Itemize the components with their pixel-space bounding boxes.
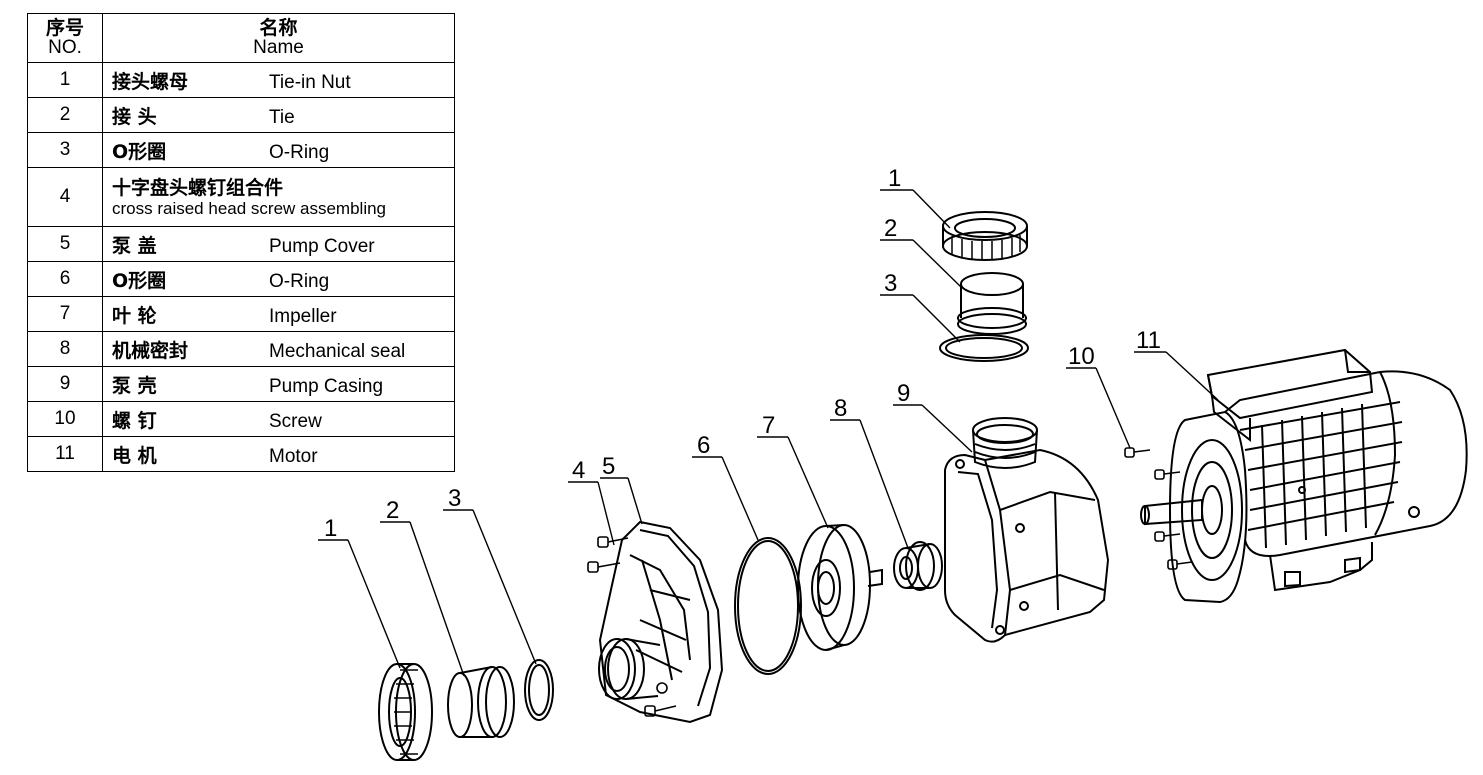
- row-name-en: Motor: [269, 445, 318, 467]
- row-name-zh: O形圈: [112, 140, 167, 163]
- callout-2-lower: 2: [386, 497, 399, 524]
- callout-4: 4: [572, 457, 585, 484]
- row-name-zh: O形圈: [112, 269, 167, 292]
- cover-screws: [587, 536, 677, 717]
- callout-2-upper: 2: [884, 215, 897, 242]
- callout-10: 10: [1068, 343, 1095, 370]
- motor: [1140, 348, 1468, 604]
- header-name-zh: 名称: [259, 17, 298, 39]
- row-name-en: Pump Casing: [269, 375, 384, 397]
- row-name: 机械密封 Mechanical seal: [102, 331, 455, 367]
- row-name-zh: 螺 钉: [112, 409, 157, 432]
- table-row: 10 螺 钉 Screw: [27, 401, 455, 437]
- row-name-zh: 叶 轮: [112, 304, 157, 327]
- row-name: 电 机 Motor: [102, 436, 455, 472]
- row-name-en: Tie-in Nut: [269, 71, 351, 93]
- pump-cover: [598, 520, 724, 724]
- callout-leaders: [318, 189, 1219, 677]
- row-name-en: O-Ring: [269, 141, 330, 163]
- row-name-en: O-Ring: [269, 270, 330, 292]
- lower-tie-in-nut: [378, 663, 433, 761]
- row-name: 螺 钉 Screw: [102, 401, 455, 437]
- row-no: 11: [27, 436, 103, 472]
- callout-9: 9: [897, 380, 910, 407]
- callout-11: 11: [1136, 327, 1161, 354]
- header-name-en: Name: [253, 37, 304, 58]
- row-name: O形圈 O-Ring: [102, 132, 455, 168]
- lower-o-ring: [524, 659, 554, 721]
- row-name-zh: 十字盘头螺钉组合件: [112, 176, 284, 199]
- row-name-zh: 接 头: [112, 105, 157, 128]
- row-name-en: Tie: [269, 106, 295, 128]
- table-row: 2 接 头 Tie: [27, 97, 455, 133]
- upper-o-ring: [939, 334, 1029, 362]
- callout-3-lower: 3: [448, 485, 461, 512]
- row-name-en: Mechanical seal: [269, 340, 406, 362]
- callout-1-lower: 1: [324, 515, 337, 542]
- row-name-zh: 接头螺母: [112, 70, 189, 93]
- row-no: 8: [27, 331, 103, 367]
- casing-o-ring: [734, 537, 802, 675]
- motor-screws: [1124, 447, 1193, 570]
- mechanical-seal: [893, 541, 943, 591]
- row-no: 6: [27, 261, 103, 297]
- row-name: O形圈 O-Ring: [102, 261, 455, 297]
- header-no-en: NO.: [48, 37, 82, 58]
- callout-5: 5: [602, 453, 615, 480]
- row-name-en: Screw: [269, 410, 322, 432]
- table-row: 6 O形圈 O-Ring: [27, 261, 455, 297]
- row-no: 10: [27, 401, 103, 437]
- row-name-en: Pump Cover: [269, 235, 375, 257]
- header-no-zh: 序号: [45, 17, 84, 39]
- callout-3-upper: 3: [884, 270, 897, 297]
- row-no: 2: [27, 97, 103, 133]
- callout-8: 8: [834, 395, 847, 422]
- row-name-zh: 机械密封: [112, 339, 189, 362]
- row-no: 7: [27, 296, 103, 332]
- row-no: 4: [27, 167, 103, 227]
- row-name-en: cross raised head screw assembling: [112, 198, 387, 218]
- row-name-en: Impeller: [269, 305, 337, 327]
- impeller: [797, 524, 883, 651]
- row-no: 9: [27, 366, 103, 402]
- row-name: 接 头 Tie: [102, 97, 455, 133]
- upper-tie-in-nut: [942, 211, 1028, 261]
- pump-casing: [944, 417, 1110, 643]
- upper-tie: [957, 272, 1027, 335]
- table-row: 11 电 机 Motor: [27, 436, 455, 472]
- lower-tie: [447, 666, 515, 738]
- callout-7: 7: [762, 412, 775, 439]
- table-row: 8 机械密封 Mechanical seal: [27, 331, 455, 367]
- callout-1-upper: 1: [888, 165, 901, 192]
- callout-6: 6: [697, 432, 710, 459]
- row-name-zh: 泵 盖: [112, 234, 157, 257]
- row-name-zh: 电 机: [112, 444, 157, 467]
- row-name: 接头螺母 Tie-in Nut: [102, 62, 455, 98]
- row-name-zh: 泵 壳: [112, 374, 157, 397]
